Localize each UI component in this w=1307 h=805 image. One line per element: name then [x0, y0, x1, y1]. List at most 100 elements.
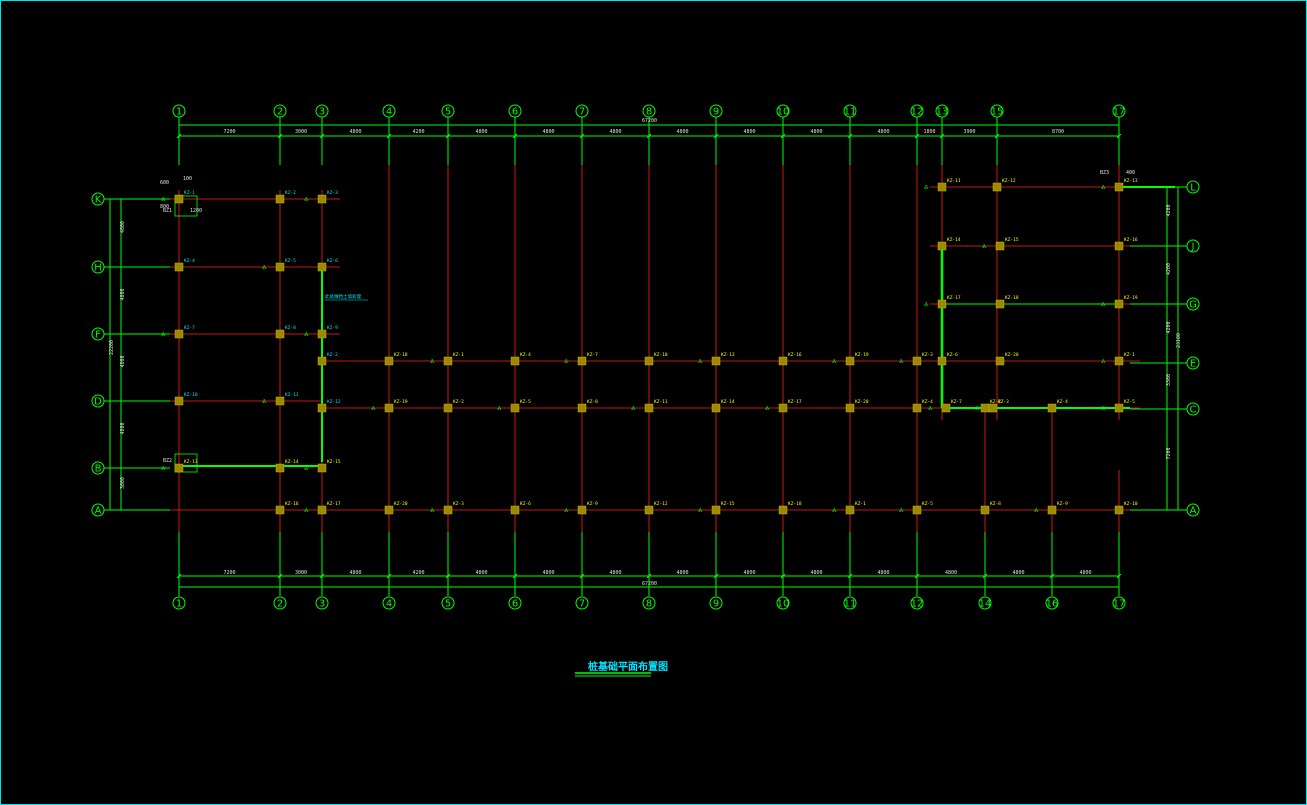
- axis-bubble-right-label: J: [1191, 242, 1195, 253]
- column[interactable]: [275, 505, 285, 515]
- column[interactable]: [174, 262, 184, 272]
- column[interactable]: [510, 505, 520, 515]
- column[interactable]: [711, 403, 721, 413]
- column[interactable]: [317, 403, 327, 413]
- column[interactable]: [174, 463, 184, 473]
- column[interactable]: [1114, 299, 1124, 309]
- column[interactable]: [845, 505, 855, 515]
- axis-bubble-top-label: 17: [1113, 107, 1126, 118]
- axis-bubble-right-circle: [1186, 297, 1200, 311]
- pile-marker: ⁂: [1101, 302, 1106, 308]
- column[interactable]: [980, 403, 990, 413]
- dim-tick: [579, 573, 585, 579]
- column[interactable]: [443, 356, 453, 366]
- column[interactable]: [988, 403, 998, 413]
- column[interactable]: [275, 329, 285, 339]
- axis-bubble-top-circle: [575, 104, 589, 118]
- column[interactable]: [317, 194, 327, 204]
- column[interactable]: [510, 403, 520, 413]
- detail-tag: 800: [160, 204, 169, 210]
- dim-text-top: 1800: [924, 129, 936, 135]
- column[interactable]: [174, 194, 184, 204]
- column-tag: KZ-17: [788, 399, 802, 405]
- column[interactable]: [711, 505, 721, 515]
- column[interactable]: [1114, 505, 1124, 515]
- column[interactable]: [992, 182, 1002, 192]
- dim-text-top: 8700: [1052, 129, 1064, 135]
- column[interactable]: [941, 403, 951, 413]
- column[interactable]: [577, 403, 587, 413]
- column[interactable]: [937, 241, 947, 251]
- dim-tick: [994, 133, 1000, 139]
- column[interactable]: [912, 403, 922, 413]
- column[interactable]: [317, 356, 327, 366]
- axis-bubble-bottom-circle: [776, 596, 790, 610]
- column[interactable]: [778, 356, 788, 366]
- column[interactable]: [317, 505, 327, 515]
- dim-tick: [713, 573, 719, 579]
- pile-marker: ⁂: [161, 332, 166, 338]
- axis-bubble-top-circle: [315, 104, 329, 118]
- column[interactable]: [317, 463, 327, 473]
- column-tag: KZ-18: [788, 501, 802, 507]
- column[interactable]: [937, 182, 947, 192]
- dim-tick: [982, 573, 988, 579]
- column[interactable]: [443, 403, 453, 413]
- column[interactable]: [1114, 241, 1124, 251]
- column[interactable]: [384, 356, 394, 366]
- column-tag: KZ-4: [520, 352, 531, 358]
- column[interactable]: [980, 505, 990, 515]
- column-tag: KZ-8: [587, 399, 598, 405]
- column[interactable]: [510, 356, 520, 366]
- column[interactable]: [174, 329, 184, 339]
- column[interactable]: [778, 403, 788, 413]
- column[interactable]: [912, 356, 922, 366]
- dim-text-right: 3300: [1166, 374, 1172, 386]
- column[interactable]: [317, 262, 327, 272]
- column[interactable]: [275, 463, 285, 473]
- column[interactable]: [275, 262, 285, 272]
- column[interactable]: [1047, 505, 1057, 515]
- column[interactable]: [384, 505, 394, 515]
- column[interactable]: [995, 356, 1005, 366]
- column-tag: KZ-9: [1057, 501, 1068, 507]
- column[interactable]: [644, 403, 654, 413]
- column[interactable]: [845, 356, 855, 366]
- axis-bubble-bottom-label: 8: [646, 599, 652, 610]
- pile-marker: ⁂: [304, 466, 309, 472]
- axis-bubble-bottom-label: 16: [1046, 599, 1059, 610]
- column[interactable]: [912, 505, 922, 515]
- column[interactable]: [778, 505, 788, 515]
- column[interactable]: [1047, 403, 1057, 413]
- column[interactable]: [995, 241, 1005, 251]
- column[interactable]: [644, 505, 654, 515]
- dim-tick: [277, 573, 283, 579]
- dim-text-bottom: 4800: [811, 570, 823, 576]
- column[interactable]: [1114, 356, 1124, 366]
- column[interactable]: [1114, 403, 1124, 413]
- column[interactable]: [275, 396, 285, 406]
- column[interactable]: [845, 403, 855, 413]
- column[interactable]: [577, 505, 587, 515]
- column[interactable]: [317, 329, 327, 339]
- column[interactable]: [577, 356, 587, 366]
- column[interactable]: [384, 403, 394, 413]
- column[interactable]: [1114, 182, 1124, 192]
- column[interactable]: [644, 356, 654, 366]
- dim-text-top: 4800: [744, 129, 756, 135]
- column[interactable]: [995, 299, 1005, 309]
- column[interactable]: [937, 299, 947, 309]
- detail-tag: 100: [183, 176, 192, 182]
- dim-text-top: 4200: [413, 129, 425, 135]
- dim-tick: [646, 133, 652, 139]
- column[interactable]: [275, 194, 285, 204]
- axis-bubble-bottom-label: 14: [979, 599, 992, 610]
- column[interactable]: [174, 396, 184, 406]
- column[interactable]: [711, 356, 721, 366]
- column[interactable]: [937, 356, 947, 366]
- axis-bubble-right-circle: [1186, 180, 1200, 194]
- axis-bubble-top-circle: [709, 104, 723, 118]
- column[interactable]: [443, 505, 453, 515]
